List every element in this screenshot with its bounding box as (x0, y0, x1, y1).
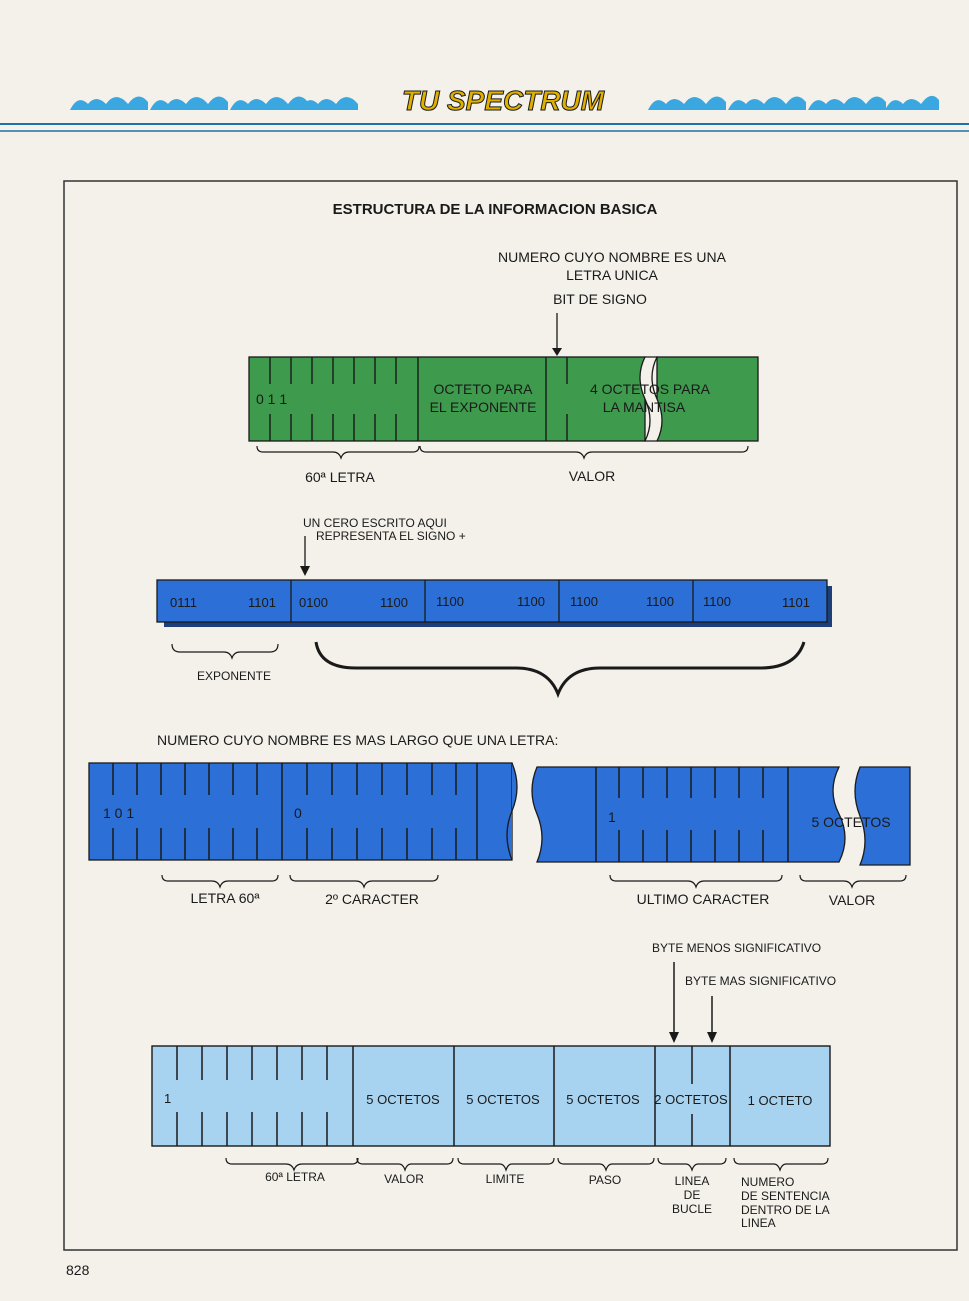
for-limit-brace (458, 1158, 554, 1170)
green-bits: 0 1 1 (256, 391, 287, 407)
for-value-brace (357, 1158, 453, 1170)
for-letter-brace (226, 1158, 358, 1170)
label-statement-3: DENTRO DE LA (741, 1203, 830, 1217)
last-char-brace (610, 875, 782, 887)
loop-line-cell: 2 OCTETOS (654, 1092, 728, 1107)
label-loop-line-2: DE (684, 1188, 701, 1202)
long-name-caption: NUMERO CUYO NOMBRE ES MAS LARGO QUE UNA … (157, 732, 558, 748)
exponent-cell-line1: OCTETO PARA (433, 381, 533, 397)
byte-4-low: 1100 (646, 594, 674, 609)
label-long-value: VALOR (829, 892, 875, 908)
byte-2-high: 0100 (299, 595, 328, 610)
first-char-bits: 1 0 1 (103, 805, 134, 821)
byte-5-low: 1101 (782, 595, 810, 610)
byte-4-high: 1100 (570, 594, 598, 609)
label-loop-line-3: BUCLE (672, 1202, 712, 1216)
value-brace (420, 446, 748, 458)
label-value: VALOR (569, 468, 615, 484)
mantissa-cell-line1: 4 OCTETOS PARA (590, 381, 711, 397)
byte-3-high: 1100 (436, 594, 464, 609)
sign-note-line1: UN CERO ESCRITO AQUI (303, 516, 447, 530)
sign-bit-arrowhead (552, 348, 562, 356)
byte-high-arrowhead (707, 1032, 717, 1043)
single-letter-caption-line1: NUMERO CUYO NOMBRE ES UNA (498, 249, 727, 265)
second-char-brace (290, 875, 438, 887)
for-line-brace (658, 1158, 726, 1170)
long-value-brace (800, 875, 906, 887)
for-statement-brace (734, 1158, 828, 1170)
step-cell: 5 OCTETOS (566, 1092, 640, 1107)
label-loop-line-1: LINEA (675, 1174, 710, 1188)
diagram-title: ESTRUCTURA DE LA INFORMACION BASICA (333, 201, 658, 218)
label-60th-letter: 60ª LETRA (305, 469, 375, 485)
byte-example-section: UN CERO ESCRITO AQUI REPRESENTA EL SIGNO… (157, 516, 832, 694)
letter60-brace (162, 875, 278, 887)
sign-note-arrowhead (300, 566, 310, 576)
page-number: 828 (66, 1262, 90, 1278)
for-loop-section: BYTE MENOS SIGNIFICATIVO BYTE MAS SIGNIF… (152, 941, 836, 1230)
byte-high-label: BYTE MAS SIGNIFICATIVO (685, 974, 836, 988)
byte-2-low: 1100 (380, 595, 408, 610)
long-name-bar-middle (532, 767, 845, 862)
single-letter-caption-line2: LETRA UNICA (566, 267, 658, 283)
label-for-step: PASO (589, 1173, 621, 1187)
for-step-brace (558, 1158, 654, 1170)
byte-low-label: BYTE MENOS SIGNIFICATIVO (652, 941, 821, 955)
label-statement-2: DE SENTENCIA (741, 1189, 830, 1203)
label-for-letter: 60ª LETRA (265, 1170, 325, 1184)
value-octets: 5 OCTETOS (811, 814, 890, 830)
label-for-value: VALOR (384, 1172, 424, 1186)
label-statement-1: NUMERO (741, 1175, 794, 1189)
label-exponent: EXPONENTE (197, 669, 271, 683)
exponent-cell-line2: EL EXPONENTE (430, 399, 537, 415)
limit-cell: 5 OCTETOS (466, 1092, 540, 1107)
mantissa-cell-line2: LA MANTISA (603, 399, 686, 415)
byte-1-low: 1101 (248, 595, 276, 610)
value-cell: 5 OCTETOS (366, 1092, 440, 1107)
sign-bit-label: BIT DE SIGNO (553, 291, 647, 307)
exponent-brace (172, 644, 278, 658)
last-char-bit: 1 (608, 809, 616, 825)
label-letter-60: LETRA 60ª (191, 890, 261, 906)
label-last-char: ULTIMO CARACTER (637, 891, 770, 907)
label-for-limit: LIMITE (486, 1172, 525, 1186)
mantissa-brace (316, 642, 804, 694)
letter-brace (257, 446, 419, 458)
byte-low-arrowhead (669, 1032, 679, 1043)
single-letter-section: NUMERO CUYO NOMBRE ES UNA LETRA UNICA BI… (249, 249, 758, 485)
byte-5-high: 1100 (703, 594, 731, 609)
byte-1-high: 0111 (170, 595, 197, 610)
label-second-char: 2º CARACTER (325, 891, 419, 907)
for-loop-bit: 1 (164, 1091, 171, 1106)
sign-note-line2: REPRESENTA EL SIGNO + (316, 529, 466, 543)
byte-3-low: 1100 (517, 594, 545, 609)
statement-cell: 1 OCTETO (748, 1093, 813, 1108)
label-statement-4: LINEA (741, 1216, 776, 1230)
second-char-bit: 0 (294, 805, 302, 821)
long-name-section: NUMERO CUYO NOMBRE ES MAS LARGO QUE UNA … (89, 732, 910, 908)
